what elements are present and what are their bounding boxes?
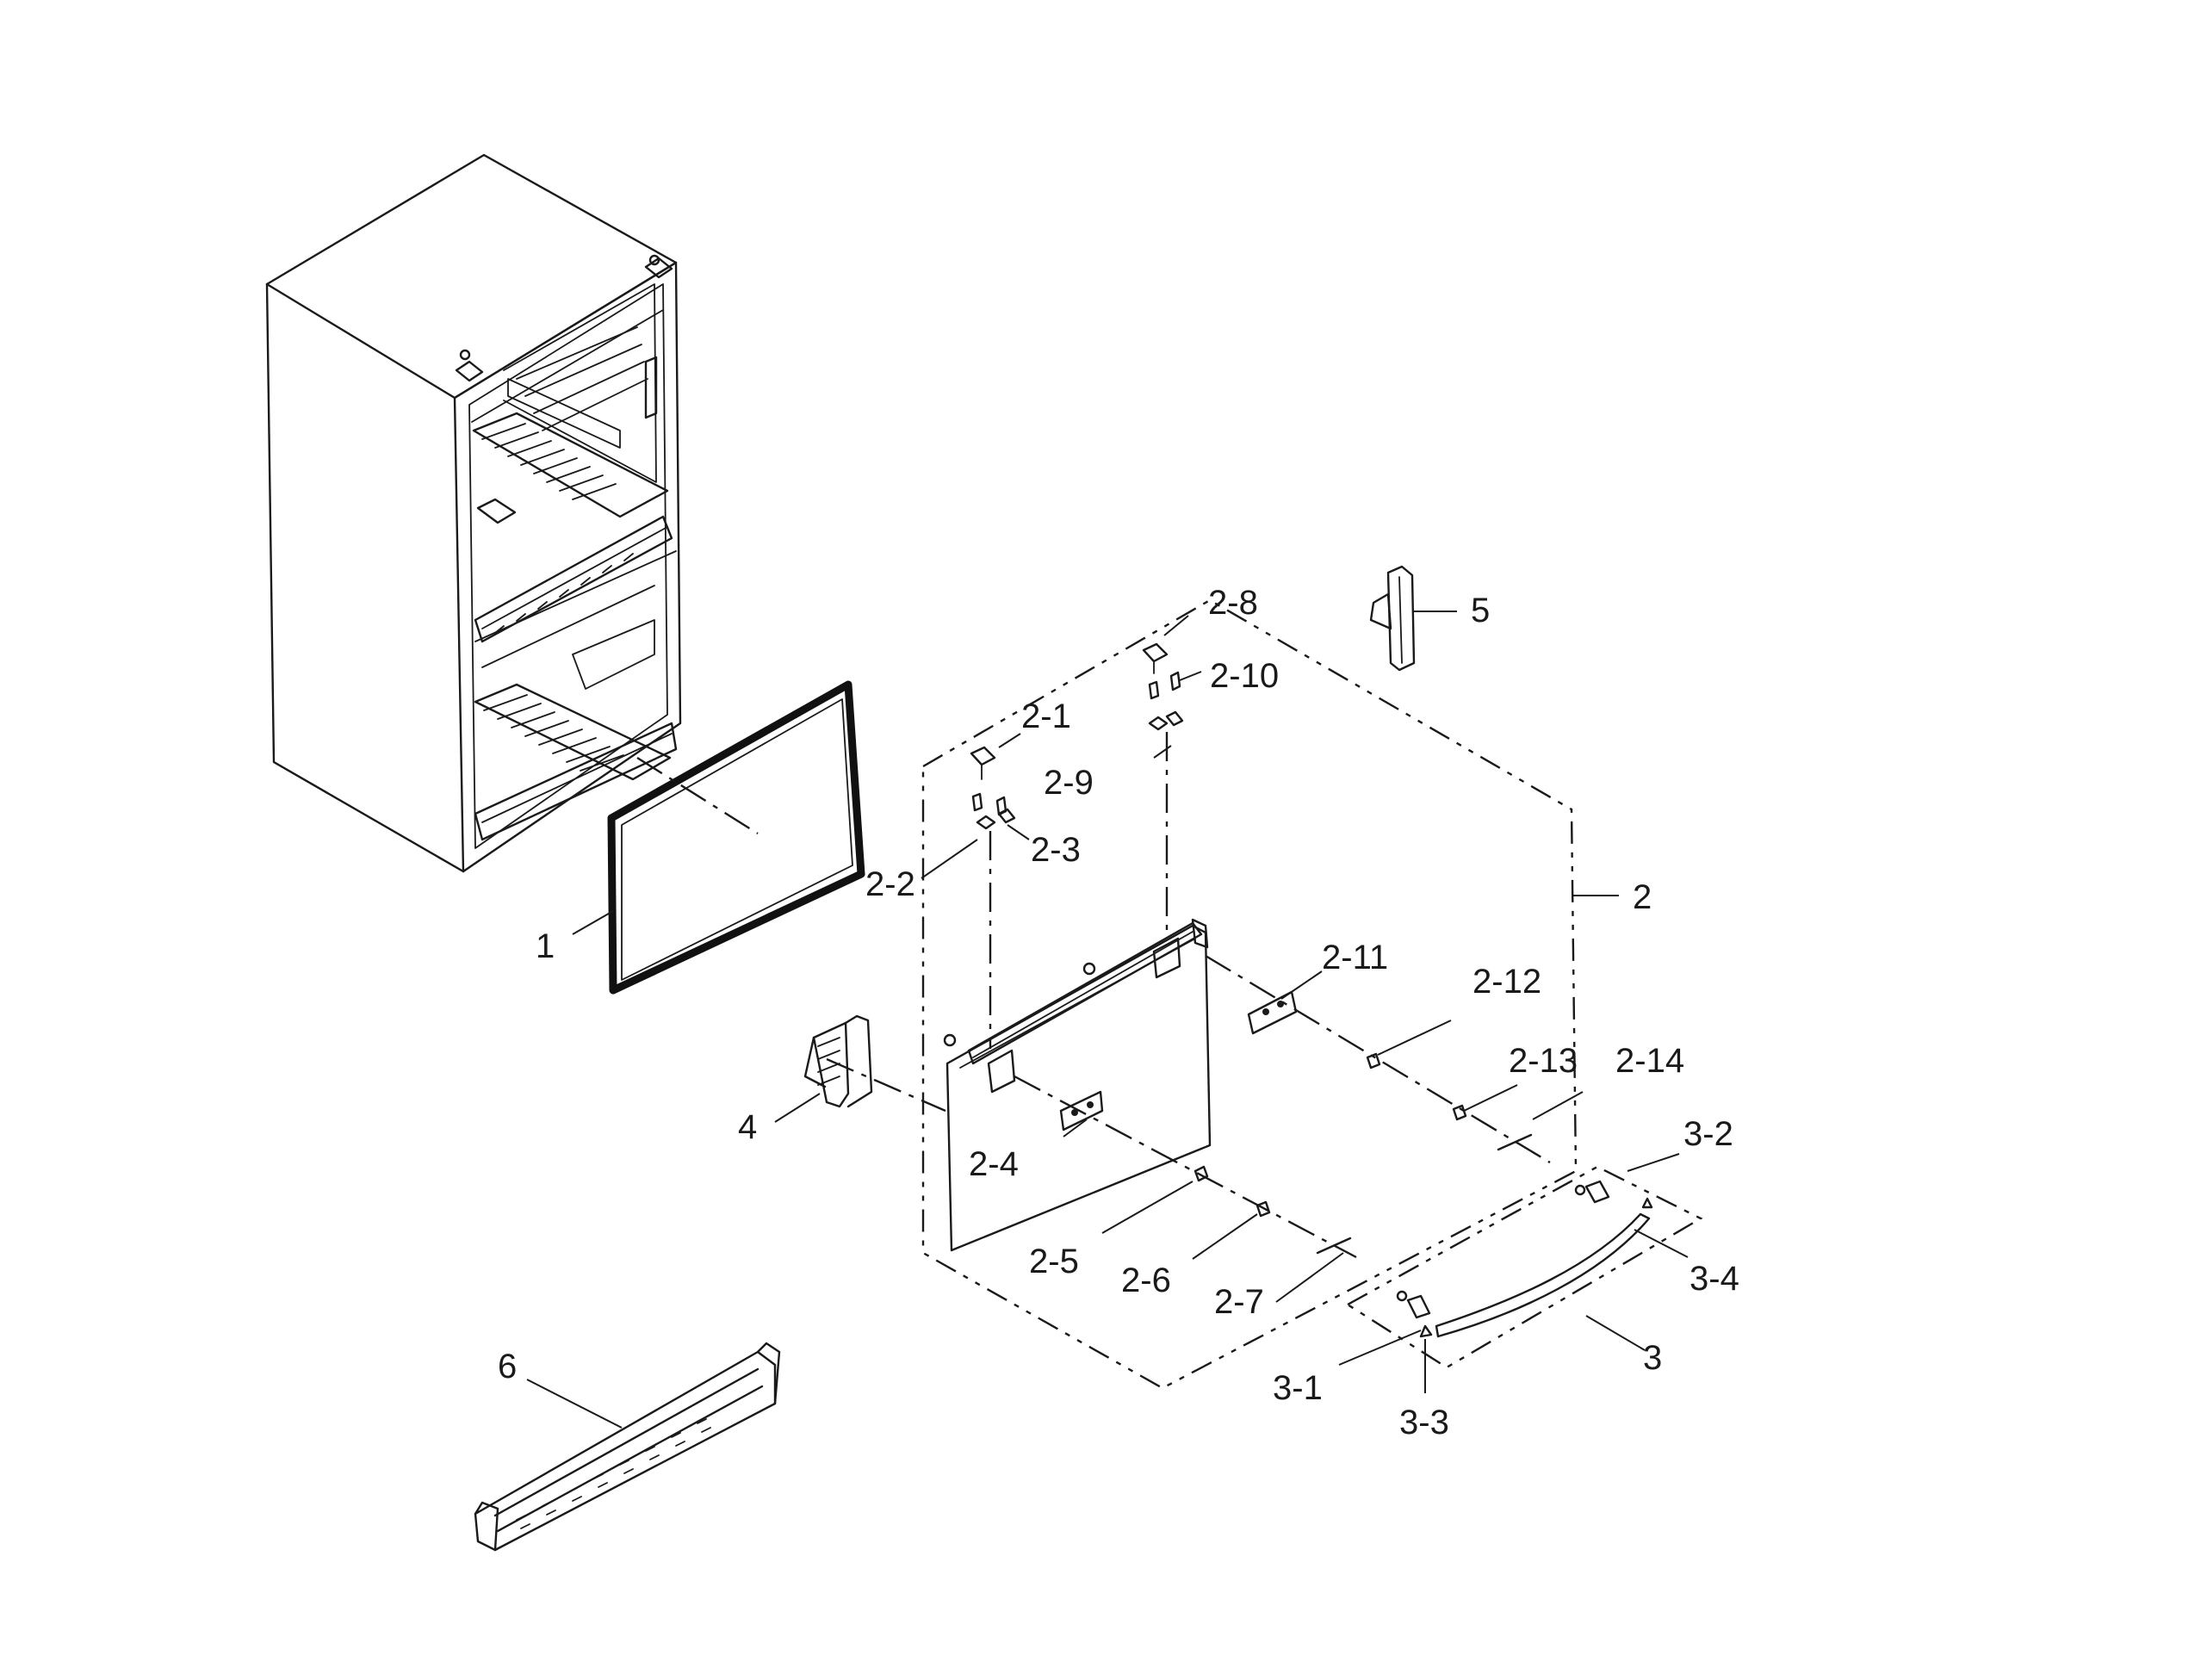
door-gasket [607, 680, 865, 995]
gasket-guide-line [636, 756, 759, 835]
callout-3-2: 3-2 [1683, 1115, 1733, 1153]
callout-2-14: 2-14 [1615, 1042, 1684, 1080]
callout-5: 5 [1471, 592, 1490, 629]
callout-2-5: 2-5 [1029, 1243, 1079, 1280]
rail-parts [1194, 990, 1533, 1255]
bracket-4-guide [826, 1057, 946, 1113]
callout-3-1: 3-1 [1273, 1369, 1323, 1407]
callout-3-4: 3-4 [1690, 1260, 1739, 1298]
callout-2-11: 2-11 [1322, 939, 1388, 976]
callout-6: 6 [498, 1348, 517, 1386]
right-rail-guide [1205, 954, 1551, 1164]
callout-3-3: 3-3 [1399, 1404, 1449, 1441]
callout-2-1: 2-1 [1021, 697, 1071, 735]
callout-2-9: 2-9 [1044, 764, 1094, 802]
callout-3: 3 [1643, 1339, 1662, 1377]
callout-labels: 1 2 2-1 2-2 2-3 2-4 2-5 2-6 2-7 2-8 2-9 … [498, 584, 1739, 1441]
refrigerator-cabinet [265, 153, 682, 873]
callout-2-7: 2-7 [1214, 1283, 1264, 1321]
callout-4: 4 [738, 1108, 757, 1146]
callout-2-2: 2-2 [865, 865, 915, 903]
callout-2-3: 2-3 [1031, 831, 1081, 869]
callout-2-6: 2-6 [1121, 1262, 1171, 1299]
callout-1: 1 [536, 927, 555, 965]
handle-assembly [1345, 1165, 1703, 1369]
drawer-basket [474, 1342, 781, 1552]
callout-2: 2 [1633, 878, 1652, 916]
callout-2-12: 2-12 [1472, 963, 1541, 1001]
leader-lines [526, 611, 1689, 1429]
drawer-front-panel [943, 918, 1212, 1252]
left-rail-bracket [803, 1014, 873, 1108]
callout-2-10: 2-10 [1210, 657, 1279, 695]
right-rail-bracket [1369, 565, 1416, 672]
callout-2-8: 2-8 [1208, 584, 1258, 622]
callout-2-4: 2-4 [969, 1145, 1019, 1183]
left-rail-guide [1014, 1075, 1357, 1259]
callout-2-13: 2-13 [1509, 1042, 1578, 1080]
hinge-parts [970, 642, 1184, 1049]
